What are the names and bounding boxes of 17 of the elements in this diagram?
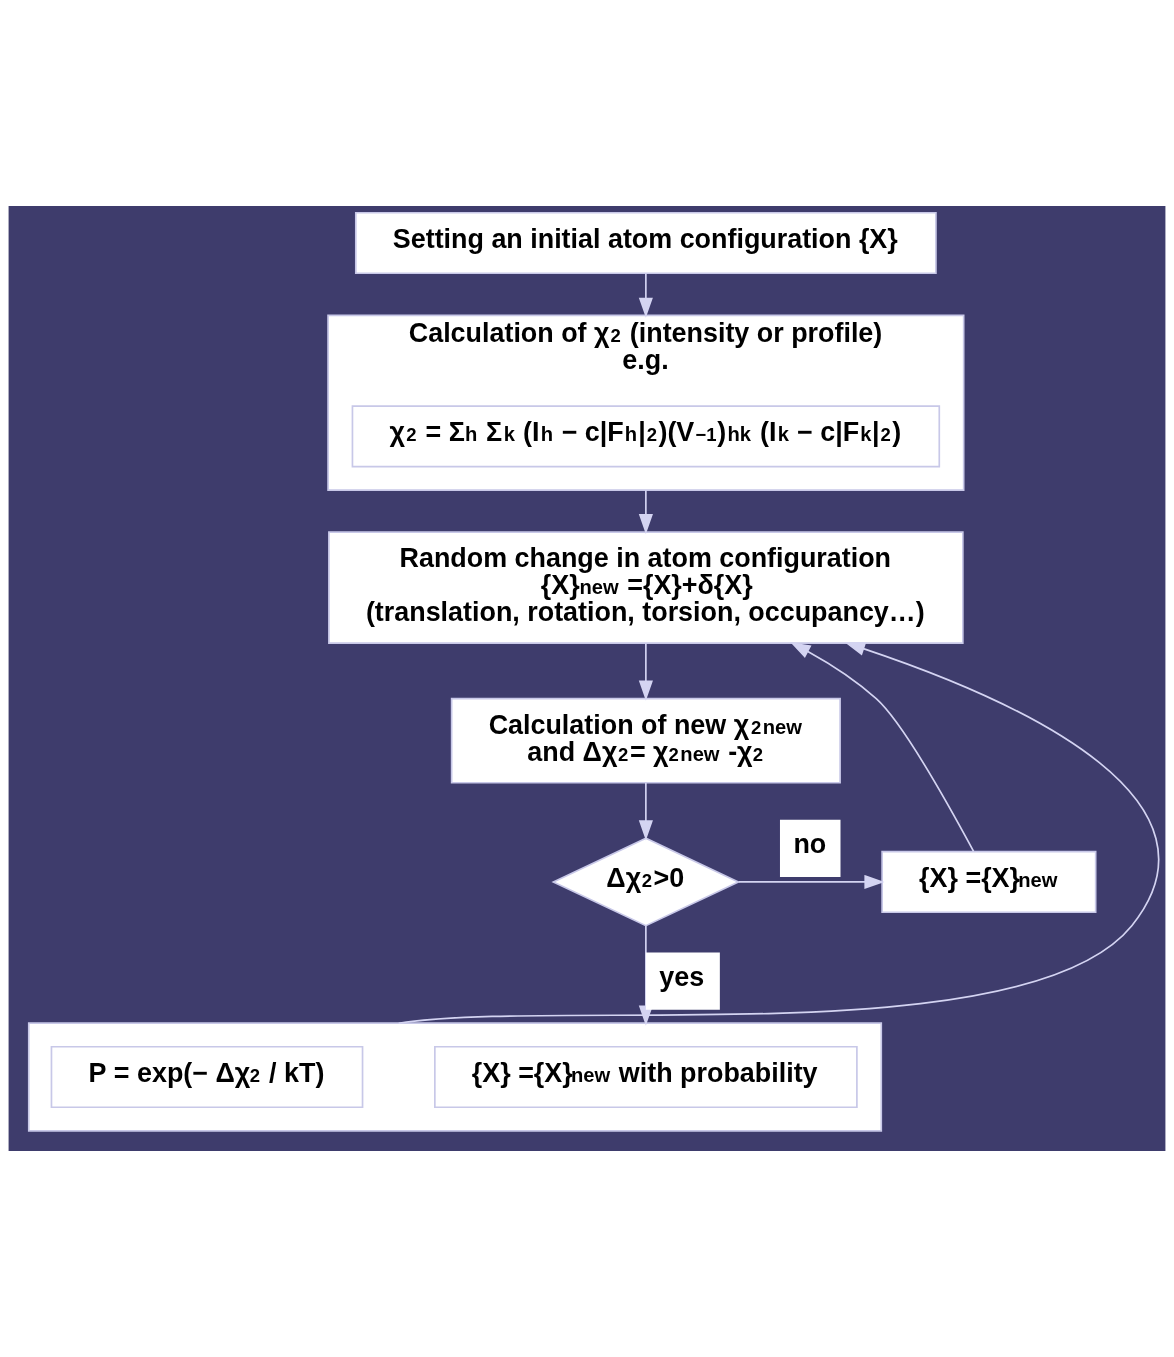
arrow [638, 642, 653, 701]
arrow [638, 272, 653, 318]
node-box: Setting an initial atom configuration {X} [354, 211, 937, 275]
node-box: {X} ={X}new [881, 850, 1097, 914]
arrow [737, 874, 885, 890]
node-diamond: Δχ2>0 [551, 837, 741, 927]
arrow [790, 642, 975, 853]
node-box: Calculation of new χ2new and Δχ2= χ2new -χ2 [450, 697, 841, 784]
node-box: {X} ={X}new with probability [434, 1045, 858, 1109]
node-box: P = exp(− Δχ2 / kT) [50, 1045, 364, 1109]
node-box: χ2 = Σh Σk (Ih − c|Fh|2)(V−1)hk (Ik − c|Fk|2) [351, 405, 941, 468]
edge-label: no [793, 829, 827, 860]
arrow [638, 489, 653, 535]
cluster [27, 1022, 883, 1132]
arrow [638, 782, 653, 841]
node-box: Random change in atom configuration {X}new ={X}+δ{X} (translation, rotation, torsion, occupancy…) [328, 531, 964, 645]
edge-label: yes [659, 961, 705, 992]
